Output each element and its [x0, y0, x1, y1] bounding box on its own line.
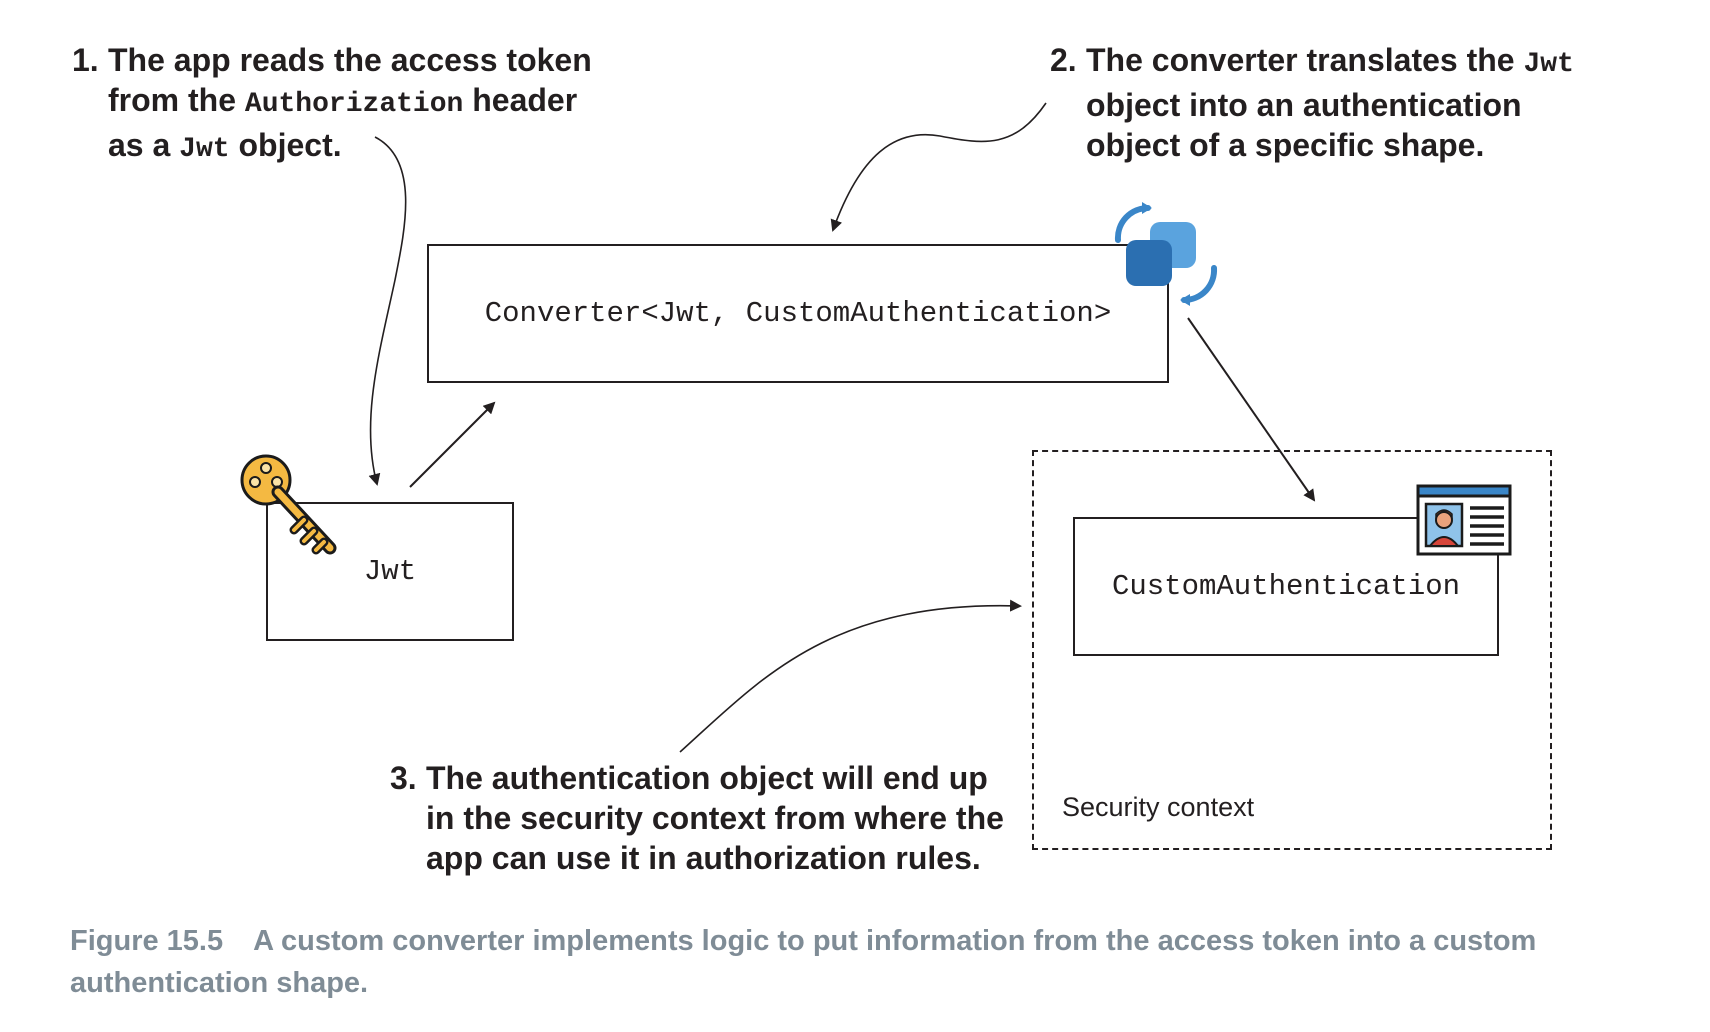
figure-caption-text: A custom converter implements logic to p…	[70, 925, 1537, 999]
converter-to-custom-auth-arrow	[1187, 317, 1316, 502]
converter-box-label: Converter<Jwt, CustomAuthentication>	[484, 297, 1112, 330]
callout-1-line-3-tail: object.	[229, 127, 342, 163]
callout-2-leader-arrow	[830, 102, 1047, 232]
callout-1-authorization-code: Authorization	[244, 89, 464, 120]
callout-1-number: 1.	[72, 42, 99, 78]
callout-step-3: 3.The authentication object will end up …	[390, 758, 1004, 878]
jwt-box-label: Jwt	[363, 555, 417, 588]
callout-1-line-3-text: as a	[108, 127, 180, 163]
security-context-label: Security context	[1062, 792, 1255, 822]
callout-step-2: 2.The converter translates the Jwt objec…	[1050, 40, 1574, 165]
callout-3-line-3: app can use it in authorization rules.	[426, 840, 981, 876]
id-card-icon	[1416, 484, 1512, 556]
custom-authentication-label: CustomAuthentication	[1111, 570, 1461, 603]
security-context-container	[1032, 450, 1552, 850]
callout-1-line-2-tail: header	[463, 82, 578, 118]
callout-1-jwt-code: Jwt	[179, 134, 230, 165]
callout-3-leader-arrow	[679, 599, 1022, 753]
converter-box: Converter<Jwt, CustomAuthentication>	[427, 244, 1169, 383]
callout-3-line-1: The authentication object will end up	[426, 760, 988, 796]
callout-3-number: 3.	[390, 760, 417, 796]
callout-step-1: 1.The app reads the access token from th…	[72, 40, 592, 170]
callout-2-jwt-code: Jwt	[1523, 49, 1574, 80]
converter-icon	[1114, 202, 1218, 306]
jwt-to-converter-arrow	[409, 401, 496, 488]
callout-1-line-2-text: from the	[108, 82, 245, 118]
figure-caption-label: Figure 15.5	[70, 925, 224, 957]
callout-3-line-2: in the security context from where the	[426, 800, 1004, 836]
callout-2-line-3: object of a specific shape.	[1086, 127, 1485, 163]
callout-2-line-1-text: The converter translates the	[1086, 42, 1524, 78]
key-icon	[240, 454, 337, 555]
callout-2-line-2: object into an authentication	[1086, 87, 1522, 123]
callout-1-line-1: The app reads the access token	[108, 42, 592, 78]
callout-1-leader-arrow	[368, 136, 407, 486]
callout-2-number: 2.	[1050, 42, 1077, 78]
